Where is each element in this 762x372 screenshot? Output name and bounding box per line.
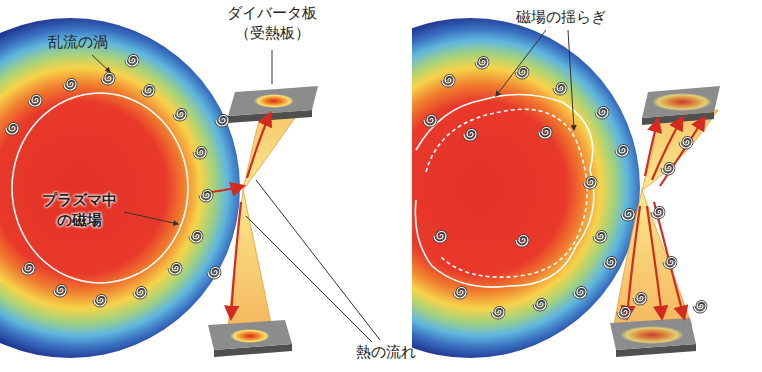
turbulent-eddy: [454, 288, 466, 299]
turbulent-eddy: [652, 208, 664, 219]
turbulent-eddy: [594, 232, 606, 243]
turbulent-eddy: [476, 58, 488, 69]
heat-flow-arrow: [660, 118, 704, 186]
turbulent-eddy: [534, 300, 546, 311]
turbulent-eddy: [6, 56, 228, 307]
turbulent-eddy: [516, 68, 528, 79]
turbulent-eddy: [634, 294, 646, 305]
plasma-right: [426, 109, 587, 277]
divertor-plate: [230, 329, 270, 343]
turbulent-eddy: [424, 116, 436, 127]
turbulent-eddy: [190, 232, 202, 243]
heat-flow-arrow: [231, 202, 241, 318]
turbulent-eddy: [64, 80, 76, 91]
leader-line: [496, 30, 546, 96]
divertor-plate: [610, 86, 720, 357]
turbulent-eddy: [604, 258, 616, 269]
heat-flow-arrow: [212, 114, 270, 318]
turbulent-eddy: [102, 74, 114, 85]
divertor-plate: [254, 94, 294, 108]
leader-line: [92, 55, 110, 72]
callout-label: 磁場の揺らぎ: [516, 8, 606, 28]
divertor-plate: [228, 86, 318, 116]
turbulent-eddy: [194, 148, 206, 159]
plasma-right: [614, 190, 692, 326]
leader-line: [272, 50, 273, 84]
turbulent-eddy: [664, 258, 676, 269]
turbulent-eddy: [434, 232, 446, 243]
plasma-right: [412, 18, 640, 358]
leader-line: [124, 212, 178, 224]
callout-label: 乱流の渦: [48, 33, 108, 53]
leader-line: [92, 30, 574, 342]
turbulent-eddy: [464, 130, 476, 141]
plasma-left: [0, 18, 240, 358]
turbulent-eddy: [516, 236, 528, 247]
turbulent-eddy: [616, 146, 628, 157]
turbulent-eddy: [574, 288, 586, 299]
turbulent-eddy: [200, 191, 212, 202]
turbulent-eddy: [216, 116, 228, 127]
turbulent-eddy: [94, 296, 106, 307]
divertor-plate: [208, 86, 318, 357]
plasma-left: [12, 93, 188, 283]
turbulent-eddy: [584, 178, 596, 189]
heat-flow-arrow: [212, 186, 243, 192]
turbulent-eddy: [492, 308, 504, 319]
turbulent-eddy: [539, 128, 551, 139]
turbulent-eddy: [662, 164, 674, 175]
divertor-plate: [642, 86, 720, 118]
turbulent-eddy: [596, 108, 608, 119]
heat-flow-arrow: [627, 118, 704, 318]
turbulent-eddy: [694, 302, 706, 313]
leader-line: [568, 30, 574, 130]
plasma-right: [300, 18, 718, 358]
callout-label: プラズマ中の磁場: [40, 191, 120, 230]
turbulent-eddy: [134, 288, 146, 299]
divertor-plate: [208, 320, 292, 350]
heat-flow-arrow: [645, 120, 658, 176]
plasma-left: [228, 190, 272, 328]
heat-flow-arrow: [247, 114, 270, 178]
divertor-plate: [652, 93, 712, 111]
heat-flow-arrow: [654, 202, 684, 318]
turbulent-eddy: [174, 110, 186, 121]
heat-flow-arrow: [652, 118, 682, 180]
turbulent-eddy: [554, 84, 566, 95]
turbulent-eddy: [208, 268, 220, 279]
leader-line: [246, 216, 372, 342]
turbulent-eddy: [6, 124, 18, 135]
turbulent-eddy: [424, 58, 706, 319]
leader-line: [256, 180, 380, 340]
turbulent-eddy: [142, 86, 154, 97]
turbulent-eddy: [54, 286, 66, 297]
turbulent-eddy: [126, 56, 138, 67]
turbulent-eddy: [618, 308, 630, 319]
divertor-plate: [610, 318, 696, 350]
plasma-right: [415, 94, 593, 287]
turbulent-eddy: [22, 264, 34, 275]
callout-label: ダイバータ板 （受熱板）: [224, 4, 320, 43]
plasma-left: [0, 18, 302, 358]
turbulent-eddy: [442, 76, 454, 87]
plasma-right: [642, 110, 718, 190]
turbulent-eddy: [169, 264, 181, 275]
divertor-plate: [620, 326, 684, 344]
turbulent-eddy: [622, 210, 634, 221]
callout-label: 熱の流れ: [356, 343, 416, 363]
turbulent-eddy: [29, 96, 41, 107]
turbulent-eddy: [680, 138, 692, 149]
